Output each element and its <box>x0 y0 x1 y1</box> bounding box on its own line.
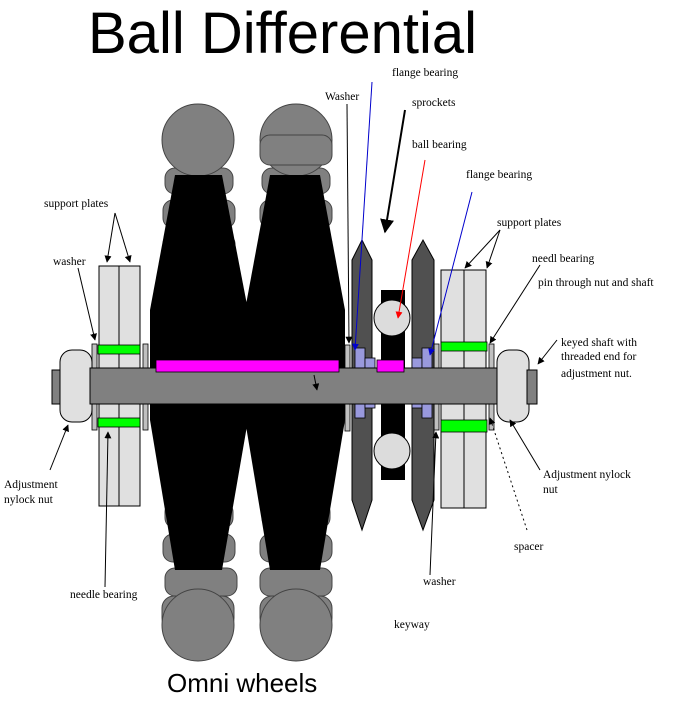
label-keyed-shaft-1: keyed shaft with <box>561 337 637 349</box>
label-spacer: spacer <box>514 541 544 553</box>
leader-needl-bearing <box>489 264 541 344</box>
leader-ball-bearing <box>395 159 426 319</box>
label-keyed-shaft-3: adjustment nut. <box>561 368 632 380</box>
leader-adjustment-right <box>509 419 541 471</box>
label-washer-top: Washer <box>325 91 359 103</box>
label-adjustment-left-2: nylock nut <box>4 494 54 506</box>
leader-support-left-a <box>104 212 116 263</box>
leader-washer-left <box>77 267 97 341</box>
keyed-shaft <box>89 359 498 405</box>
leader-flange-top <box>351 81 373 351</box>
label-washer-left: washer <box>53 256 86 268</box>
label-adjustment-left-1: Adjustment <box>4 479 58 491</box>
label-pin-through: pin through nut and shaft <box>538 277 654 289</box>
leader-washer-bottom <box>429 431 440 576</box>
leader-support-right-a <box>464 229 501 269</box>
leader-adjustment-left <box>49 424 69 471</box>
leader-keyway <box>312 374 320 391</box>
label-keyed-shaft-2: threaded end for <box>561 351 637 363</box>
leader-flange-right <box>428 191 473 356</box>
label-needle-bearing-bottom: needle bearing <box>70 589 138 601</box>
leader-needle-bearing-bottom <box>104 431 112 588</box>
label-washer-bottom: washer <box>423 576 456 588</box>
label-support-plates-right: support plates <box>497 217 562 229</box>
label-keyway: keyway <box>394 619 430 631</box>
leader-spacer <box>488 417 528 531</box>
label-flange-bearing-right: flange bearing <box>466 169 532 181</box>
leader-sprockets <box>380 109 406 234</box>
label-ball-bearing: ball bearing <box>412 139 467 151</box>
leader-keyed-shaft <box>537 339 558 365</box>
label-needl-bearing: needl bearing <box>532 253 595 265</box>
ball-bearing-assembly <box>373 290 411 480</box>
diagram-subtitle: Omni wheels <box>167 668 317 698</box>
leader-washer-top <box>345 103 353 344</box>
label-sprockets: sprockets <box>412 97 456 109</box>
label-support-plates-left: support plates <box>44 198 109 210</box>
label-adjustment-right-1: Adjustment nylock <box>543 469 631 481</box>
label-flange-bearing-top: flange bearing <box>392 67 458 79</box>
diagram-title: Ball Differential <box>88 1 477 66</box>
leader-support-left-b <box>114 212 132 263</box>
leader-support-right-b <box>485 229 501 269</box>
label-adjustment-right-2: nut <box>543 484 559 496</box>
